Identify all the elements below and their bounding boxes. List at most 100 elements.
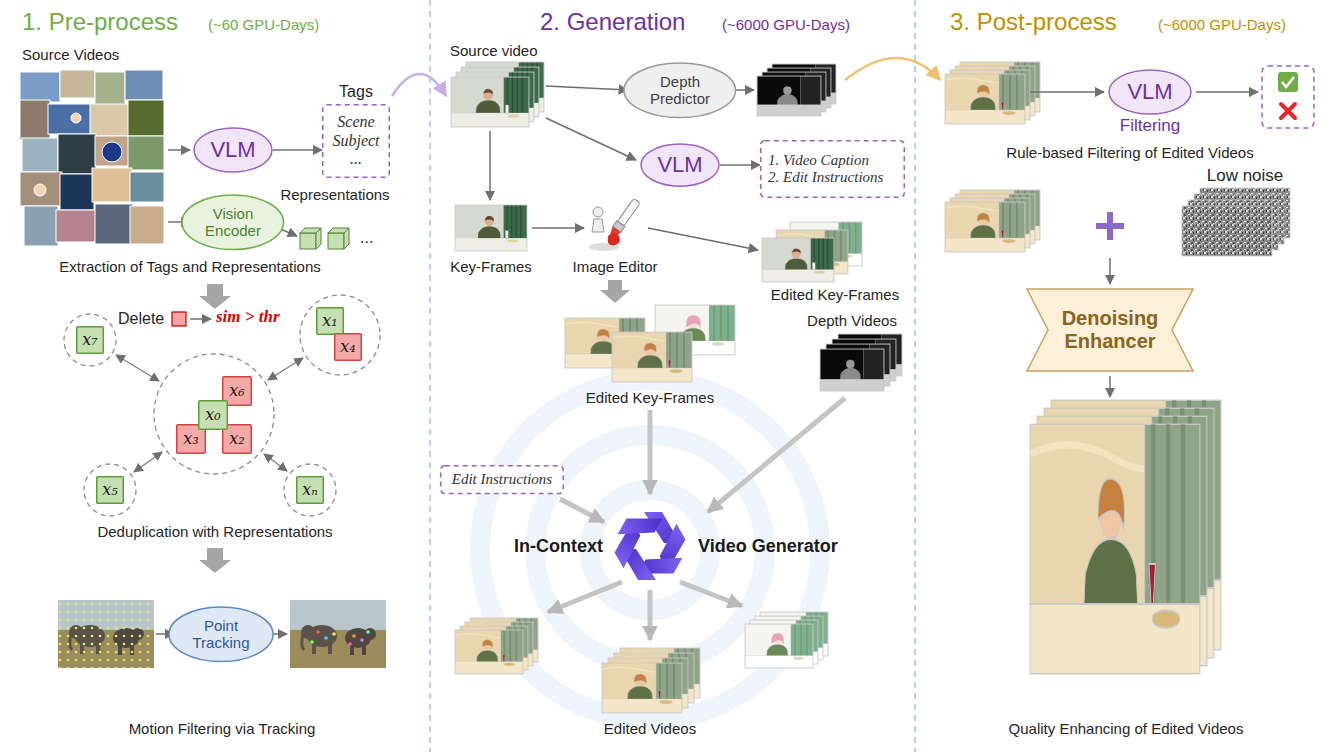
representation-cubes xyxy=(300,228,349,249)
item-square-outline xyxy=(177,425,206,454)
image-editor-icon xyxy=(592,219,604,232)
rule-formula: sim > thr xyxy=(216,307,280,327)
key-frame xyxy=(455,205,527,251)
step-caption: Motion Filtering via Tracking xyxy=(129,720,316,738)
item-square-outline xyxy=(97,477,124,504)
vlm-ellipse: VLMFiltering xyxy=(1108,69,1192,115)
flow-arrow xyxy=(1109,376,1111,397)
similarity-arrow xyxy=(116,355,159,381)
enhancer-shape: Denoising Enhancer xyxy=(1026,288,1194,372)
node-text: 1. Video Caption xyxy=(768,152,869,169)
source-collage xyxy=(128,100,164,136)
representation-cubes xyxy=(328,233,344,249)
node-heading: Filtering xyxy=(1120,116,1180,136)
output-stack xyxy=(455,630,523,674)
node-text: x₄ xyxy=(340,338,355,356)
key-frame xyxy=(455,205,527,251)
node-text: x₀ xyxy=(205,406,220,424)
key-frame xyxy=(455,205,527,251)
tags-box: TagsSceneSubject... xyxy=(322,104,390,178)
tracking-frame xyxy=(360,638,364,642)
vlm-ellipse-outline xyxy=(194,128,272,172)
source-collage xyxy=(95,136,129,166)
item-square: x₄ xyxy=(334,333,362,361)
column-divider xyxy=(914,0,916,752)
image-caption: Depth Videos xyxy=(807,312,897,330)
encoder-ellipse-outline xyxy=(182,195,284,250)
node-text: VLM xyxy=(1127,79,1172,104)
item-square-outline xyxy=(199,401,228,430)
generator-logo xyxy=(606,503,695,589)
filter-result-box xyxy=(1282,77,1294,87)
delete-rule xyxy=(172,312,186,326)
node-text: Vision Encoder xyxy=(198,205,268,240)
image-caption: Edited Key-Frames xyxy=(586,389,714,407)
generator-input-arrow xyxy=(648,590,653,640)
node-text: x₂ xyxy=(229,430,244,448)
item-square: x₇ xyxy=(76,326,104,354)
instruction-box-outline xyxy=(441,466,564,494)
output-stack xyxy=(602,663,682,713)
generator-input-arrow xyxy=(708,398,845,512)
node-text: Depth Predictor xyxy=(641,73,719,108)
delete-rule xyxy=(190,318,211,320)
cluster-circle xyxy=(154,354,274,474)
source-collage xyxy=(60,70,95,98)
source-collage xyxy=(48,104,92,134)
tracking-frame xyxy=(324,636,328,640)
edited-key-frames xyxy=(565,305,735,382)
tracking-frame xyxy=(348,642,352,646)
generator-input-arrow xyxy=(548,398,845,640)
source-collage xyxy=(58,134,96,174)
source-collage xyxy=(20,70,164,246)
cluster-circle xyxy=(64,295,380,516)
tracking-frame xyxy=(58,600,154,668)
source-collage xyxy=(34,184,46,196)
node-text: x₇ xyxy=(82,331,97,349)
step-caption: Edited Videos xyxy=(604,720,696,738)
tracking-frame xyxy=(290,600,386,668)
enhancer-shape-outline xyxy=(1027,289,1193,371)
tracking-frame xyxy=(310,640,314,644)
generator-input-arrow xyxy=(680,582,742,606)
generator-text: Video Generator xyxy=(698,536,838,558)
vlm-ellipse-outline xyxy=(641,144,719,186)
depth-stack xyxy=(820,334,902,391)
node-text: Denoising Enhancer xyxy=(1050,307,1170,353)
item-square-outline xyxy=(223,377,252,406)
flow-arrow xyxy=(532,227,584,229)
source-collage xyxy=(90,104,130,136)
instruction-box: Edit Instructions xyxy=(440,465,564,494)
node-text: VLM xyxy=(210,137,255,162)
image-caption: Low noise xyxy=(1207,166,1284,186)
flow-arrow xyxy=(546,86,628,90)
image-editor-icon xyxy=(618,198,641,226)
representation-cubes xyxy=(344,228,349,249)
edited-video-stack xyxy=(945,202,1025,252)
item-square-outline xyxy=(223,425,252,454)
column-divider xyxy=(429,0,431,752)
image-caption: Source Videos xyxy=(22,46,119,64)
flow-arrow xyxy=(648,228,758,250)
tracking-frame xyxy=(58,600,386,668)
step-arrow xyxy=(600,280,630,303)
source-collage xyxy=(20,100,50,140)
node-text: x₁ xyxy=(322,312,337,330)
section-link xyxy=(845,58,940,80)
tracking-frame xyxy=(58,600,154,668)
source-collage xyxy=(20,72,60,102)
encoder-ellipse: Vision Encoder xyxy=(181,194,285,251)
filter-result-box xyxy=(1262,66,1314,128)
source-collage xyxy=(102,142,122,162)
generator-input-arrow xyxy=(560,499,604,522)
similarity-arrow xyxy=(116,355,303,472)
source-collage xyxy=(60,174,94,210)
video-stack xyxy=(451,77,529,127)
edited-video-stack xyxy=(945,202,1025,252)
image-caption: Source video xyxy=(450,42,538,60)
step-caption: Deduplication with Representations xyxy=(97,523,332,541)
vlm-ellipse: VLM xyxy=(640,143,720,187)
node-heading: Tags xyxy=(339,83,373,101)
node-text: 2. Edit Instructions xyxy=(768,169,883,186)
